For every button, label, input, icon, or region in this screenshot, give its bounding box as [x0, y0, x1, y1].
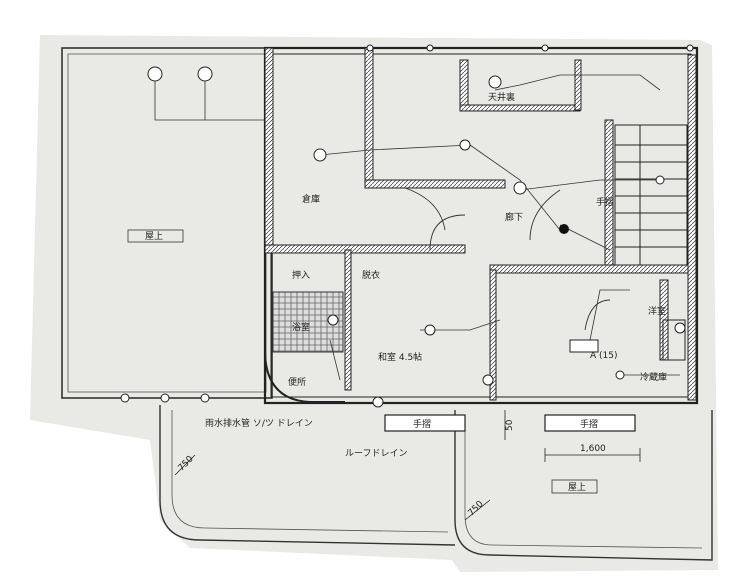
label-roof-drain: ルーフドレイン: [345, 449, 407, 459]
label-washroom: 脱衣: [362, 269, 380, 281]
label-hallway: 廊下: [505, 211, 523, 223]
handrail-box-2: [544, 414, 636, 432]
label-dim-1600: 1,600: [580, 444, 606, 454]
label-kongou: 冷蔵庫: [640, 371, 667, 383]
appliance-a: [569, 339, 599, 353]
door-swings: [404, 187, 611, 331]
label-closet: 押入: [292, 269, 310, 281]
interior-walls: [264, 47, 697, 401]
label-stair: 手摺: [596, 196, 614, 208]
fixture-e-box: [662, 319, 686, 361]
handrail-box-1: [384, 414, 466, 432]
wiring-lines: [120, 74, 680, 399]
label-toilet: 便所: [288, 376, 306, 388]
dark-fixture: [559, 224, 569, 234]
label-bath-area: 浴室: [292, 321, 310, 333]
label-handrail-1: 手摺: [413, 418, 431, 430]
label-room-right: 洋室: [648, 305, 666, 317]
paper-sheet: [30, 35, 718, 572]
staircase: [614, 124, 688, 266]
label-a-note: A (15): [590, 351, 618, 361]
balcony-outline: [454, 410, 713, 561]
label-drain-note: 雨水排水管 ソ/ツ ドレイン: [205, 417, 313, 429]
label-dim-50: 50: [505, 419, 515, 431]
label-storage: 倉庫: [302, 193, 320, 205]
roof-lower-outline: [159, 405, 456, 546]
label-handrail-2: 手摺: [580, 418, 598, 430]
dimension-lines: [174, 410, 641, 521]
fixture-symbols: [120, 44, 694, 408]
label-balcony: 屋上: [568, 482, 586, 493]
label-tenjo: 天井裏: [488, 91, 515, 103]
label-roof-left: 屋上: [145, 231, 163, 242]
label-japanese-room: 和室 4.5帖: [378, 351, 422, 363]
